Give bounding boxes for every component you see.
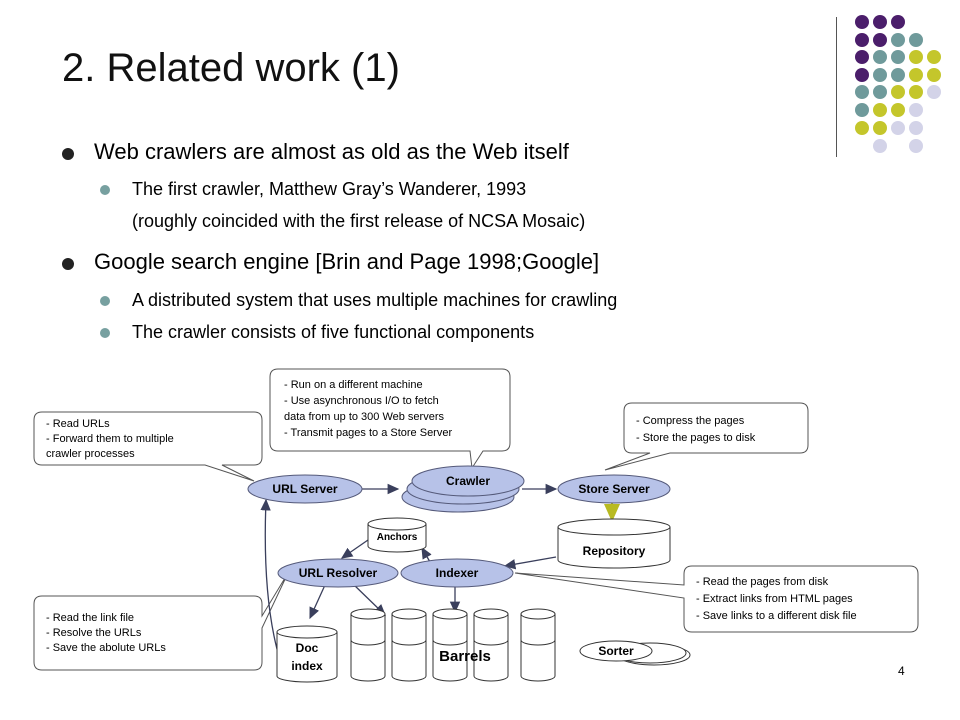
sorter-label: Sorter: [598, 644, 634, 658]
doc-index-label-line2: index: [291, 659, 323, 673]
decor-dot: [855, 50, 869, 64]
barrel-cylinder: [391, 608, 427, 682]
decor-dot: [873, 85, 887, 99]
callout-url-resolver-line: - Resolve the URLs: [46, 627, 142, 639]
store-server-label: Store Server: [578, 482, 650, 496]
sub-bullet-marker: [100, 328, 110, 338]
decor-dot: [927, 85, 941, 99]
bullet-marker: [62, 148, 74, 160]
decor-dot: [855, 103, 869, 117]
decor-dot: [909, 121, 923, 135]
decor-dot: [891, 121, 905, 135]
decor-dot: [891, 68, 905, 82]
decor-dot: [873, 121, 887, 135]
decor-dot: [873, 50, 887, 64]
barrel-cylinder: [520, 608, 556, 682]
sub-bullet-1-continuation: (roughly coincided with the first releas…: [132, 211, 586, 231]
callout-url-server-line: - Read URLs: [46, 418, 110, 430]
decor-dot: [891, 15, 905, 29]
decor-dot: [909, 68, 923, 82]
slide-title: 2. Related work (1): [62, 46, 400, 90]
url-resolver-node: URL Resolver: [277, 558, 399, 588]
repository-label: Repository: [583, 544, 646, 558]
url-server-label: URL Server: [272, 482, 337, 496]
callout-url-server-line: crawler processes: [46, 448, 135, 460]
callout-url-resolver-line: - Save the abolute URLs: [46, 642, 166, 654]
callout-crawler-line: - Run on a different machine: [284, 379, 423, 391]
decor-dot: [891, 33, 905, 47]
callout-indexer: - Read the pages from disk - Extract lin…: [514, 565, 919, 633]
callout-crawler-line: data from up to 300 Web servers: [284, 411, 444, 423]
callout-indexer-line: - Read the pages from disk: [696, 576, 829, 588]
decor-dot: [909, 85, 923, 99]
decor-dot: [909, 139, 923, 153]
decor-dot: [927, 50, 941, 64]
decor-dot: [891, 85, 905, 99]
callout-store-server-line: - Store the pages to disk: [636, 432, 756, 444]
decor-dot: [909, 103, 923, 117]
barrel-cylinder: [473, 608, 509, 682]
decor-dot: [855, 68, 869, 82]
indexer-node: Indexer: [400, 558, 514, 588]
decor-dot: [855, 33, 869, 47]
page-number: 4: [898, 664, 905, 678]
indexer-label: Indexer: [436, 566, 479, 580]
decor-dot: [855, 85, 869, 99]
callout-url-server-line: - Forward them to multiple: [46, 433, 174, 445]
bullet-2: Google search engine [Brin and Page 1998…: [94, 249, 600, 274]
sub-bullet-2: A distributed system that uses multiple …: [132, 290, 618, 310]
sub-bullet-marker: [100, 185, 110, 195]
decor-dot: [927, 68, 941, 82]
decor-dot: [891, 50, 905, 64]
decor-dot: [873, 33, 887, 47]
decor-dot: [891, 103, 905, 117]
decor-dot: [873, 15, 887, 29]
callout-url-resolver-line: - Read the link file: [46, 612, 134, 624]
decor-dot: [909, 50, 923, 64]
sub-bullet-3: The crawler consists of five functional …: [132, 322, 535, 342]
bullet-1: Web crawlers are almost as old as the We…: [94, 139, 569, 164]
doc-index-store: Doc index: [276, 625, 338, 683]
bullet-marker: [62, 258, 74, 270]
decor-dot: [873, 103, 887, 117]
callout-crawler-line: - Use asynchronous I/O to fetch: [284, 395, 439, 407]
url-resolver-label: URL Resolver: [299, 566, 378, 580]
sorter-node: Sorter: [579, 640, 691, 666]
callout-crawler-line: - Transmit pages to a Store Server: [284, 427, 452, 439]
repository-store: Repository: [557, 518, 671, 569]
decor-dot: [873, 68, 887, 82]
barrel-cylinder: [432, 608, 468, 682]
store-server-node: Store Server: [557, 474, 671, 504]
callout-crawler: - Run on a different machine - Use async…: [269, 368, 511, 470]
callout-url-resolver: - Read the link file - Resolve the URLs …: [33, 572, 289, 671]
callout-store-server: - Compress the pages - Store the pages t…: [604, 402, 809, 471]
decor-dot: [855, 15, 869, 29]
url-server-node: URL Server: [247, 474, 363, 504]
barrels-label: Barrels: [439, 648, 491, 665]
sub-bullet-1: The first crawler, Matthew Gray’s Wander…: [132, 179, 527, 199]
callout-store-server-line: - Compress the pages: [636, 415, 745, 427]
callout-url-server: - Read URLs - Forward them to multiple c…: [33, 411, 263, 482]
title-divider: [836, 17, 837, 157]
doc-index-label-line1: Doc: [296, 641, 319, 655]
crawler-label: Crawler: [446, 474, 490, 488]
anchors-label: Anchors: [377, 532, 418, 543]
barrel-cylinder: [350, 608, 386, 682]
decor-dot: [873, 139, 887, 153]
crawler-node: Crawler: [401, 465, 525, 513]
callout-indexer-line: - Save links to a different disk file: [696, 610, 857, 622]
callout-indexer-line: - Extract links from HTML pages: [696, 593, 853, 605]
decor-dot: [909, 33, 923, 47]
barrels-store: [350, 608, 556, 682]
sub-bullet-marker: [100, 296, 110, 306]
anchors-store: Anchors: [367, 517, 427, 553]
decor-dot: [855, 121, 869, 135]
